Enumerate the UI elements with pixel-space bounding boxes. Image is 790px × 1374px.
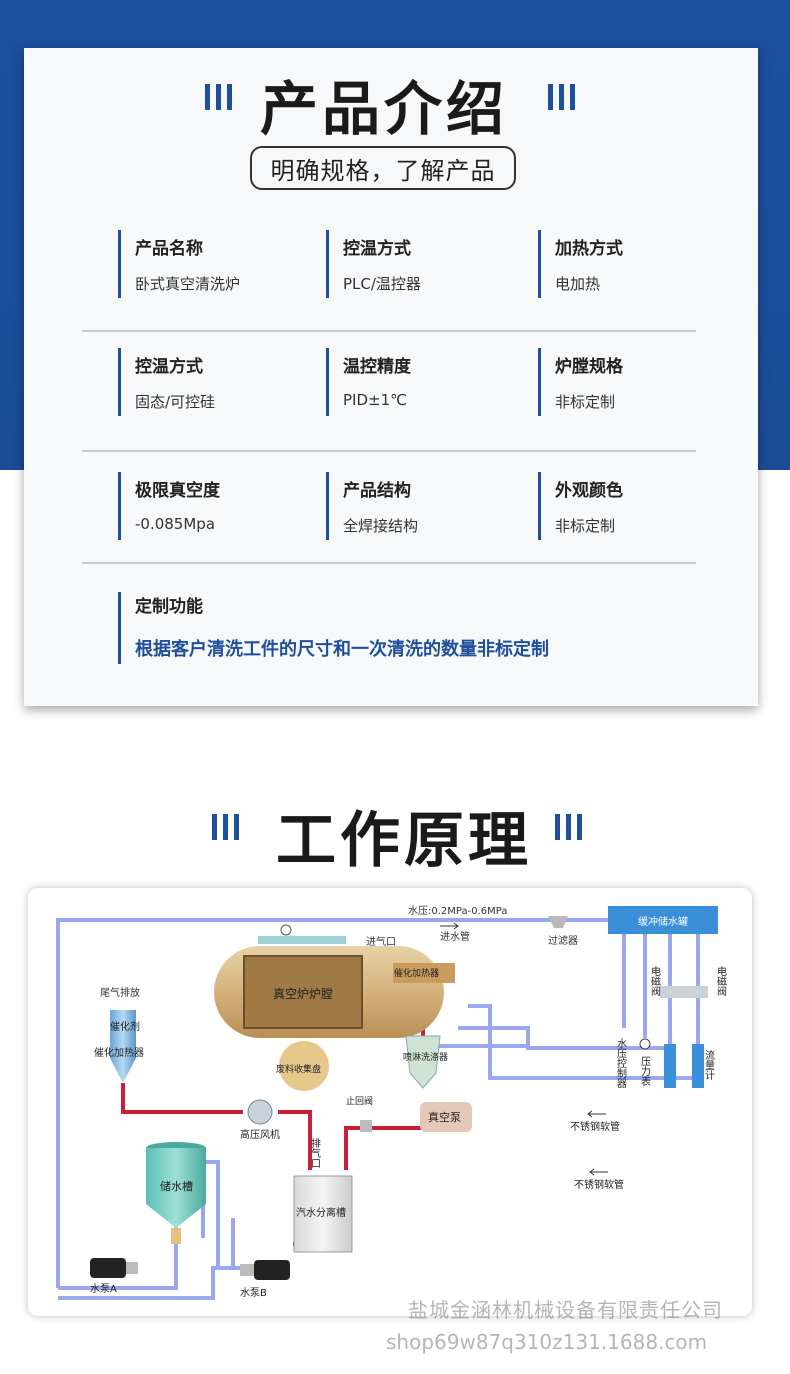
buffer-tank — [608, 906, 718, 934]
separator-label: 汽水分离槽 — [296, 1206, 346, 1219]
waste-tray — [279, 1041, 329, 1091]
spec-label: 极限真空度 — [135, 481, 220, 501]
custom-function: 定制功能 根据客户清洗工件的尺寸和一次清洗的数量非标定制 — [118, 592, 549, 664]
spec-label: 控温方式 — [135, 357, 203, 377]
pump-a-label: 水泵A — [90, 1283, 117, 1295]
pump-b-head — [240, 1264, 254, 1276]
waste-tray-label: 废料收集盘 — [276, 1063, 321, 1075]
pressure-controller-label: 水压控制器 — [615, 1038, 627, 1089]
title-bars-right — [548, 84, 575, 110]
watermark-company: 盐城金涵林机械设备有限责任公司 — [408, 1298, 723, 1322]
pipe — [424, 1042, 528, 1048]
pump-a — [90, 1258, 126, 1278]
exhaust-label: 尾气排放 — [100, 986, 140, 999]
tank-valve — [171, 1228, 181, 1244]
spec-value: 非标定制 — [555, 517, 616, 535]
solenoid-valves — [660, 986, 708, 998]
spec-item: 控温方式 固态/可控硅 — [118, 348, 215, 416]
catalytic-heater-top-label: 催化加热器 — [394, 967, 439, 979]
title-bars-right — [555, 814, 582, 840]
spec-value: 非标定制 — [555, 393, 616, 411]
spec-item: 控温方式 PLC/温控器 — [326, 230, 421, 298]
pressure-gauge-label: 压力表 — [639, 1056, 651, 1087]
furnace-chamber — [243, 955, 363, 1029]
spec-item: 产品结构 全焊接结构 — [326, 472, 418, 540]
title-bars-left — [205, 84, 232, 110]
spray-washer-label: 喷淋洗涤器 — [403, 1051, 448, 1063]
pump-a-head — [126, 1262, 138, 1274]
flowmeter-left — [664, 1044, 676, 1088]
catalyst-label: 催化剂 — [110, 1020, 140, 1033]
furnace-valves — [258, 936, 346, 944]
pressure-gauge-icon — [639, 1038, 651, 1050]
spec-value: 电加热 — [555, 275, 601, 293]
air-inlet-label: 进气口 — [366, 935, 396, 948]
spec-value: PLC/温控器 — [343, 275, 421, 293]
divider — [82, 450, 696, 452]
spec-item: 外观颜色 非标定制 — [538, 472, 623, 540]
spec-value: PID±1℃ — [343, 391, 407, 409]
check-valve-icon — [360, 1120, 372, 1132]
inlet-pipe-label: 进水管 — [440, 930, 470, 943]
hose-label: 不锈钢软管 — [574, 1178, 624, 1191]
spec-value: 固态/可控硅 — [135, 393, 216, 411]
check-valve-label: 止回阀 — [346, 1095, 373, 1107]
spec-label: 外观颜色 — [555, 481, 623, 501]
filter-label: 过滤器 — [548, 934, 578, 947]
custom-label: 定制功能 — [135, 597, 203, 617]
water-pressure-label: 水压:0.2MPa-0.6MPa — [408, 905, 507, 917]
spec-item: 炉膛规格 非标定制 — [538, 348, 623, 416]
spec-label: 控温方式 — [343, 239, 411, 259]
solenoid-label: 电磁阀 — [715, 965, 727, 997]
furnace-label: 真空炉炉膛 — [273, 987, 333, 1001]
flowmeter-right — [692, 1044, 704, 1088]
gauge-icon — [280, 924, 292, 936]
divider — [82, 562, 696, 564]
section-title-principle: 工作原理 — [276, 806, 532, 876]
process-diagram-svg: 缓冲储水罐 过滤器 水压:0.2MPa-0.6MPa 进水管 真空炉炉膛 进气口… — [56, 905, 727, 1300]
watermark-shop: shop69w87q310z131.1688.com — [386, 1330, 708, 1354]
product-intro-card — [24, 48, 758, 706]
pump-b-label: 水泵B — [240, 1287, 267, 1299]
catalytic-heater-top — [393, 963, 455, 983]
custom-value: 根据客户清洗工件的尺寸和一次清洗的数量非标定制 — [135, 639, 549, 660]
catalytic-heater-label: 催化加热器 — [94, 1046, 144, 1059]
spec-label: 加热方式 — [555, 239, 623, 259]
vent-label: 排气口 — [309, 1137, 321, 1168]
solenoid-label: 电磁阀 — [649, 965, 661, 997]
blower-label: 高压风机 — [240, 1128, 280, 1141]
arrow-icon — [440, 922, 459, 930]
title-bars-left — [212, 814, 239, 840]
vacuum-pump — [420, 1102, 472, 1132]
spec-item: 极限真空度 -0.085Mpa — [118, 472, 220, 540]
steam-water-separator — [293, 1175, 353, 1253]
filter-icon — [548, 916, 568, 928]
spec-label: 产品名称 — [135, 239, 203, 259]
storage-tank — [146, 1148, 206, 1228]
arrow-icon — [587, 1110, 606, 1118]
catalytic-tower — [110, 1010, 136, 1083]
buffer-tank-label: 缓冲储水罐 — [638, 915, 688, 928]
arrow-icon — [589, 1168, 608, 1176]
spec-label: 温控精度 — [343, 357, 411, 377]
section-title-intro: 产品介绍 — [260, 75, 509, 143]
blower-icon — [247, 1099, 273, 1125]
spec-item: 温控精度 PID±1℃ — [326, 348, 411, 416]
vacuum-pump-label: 真空泵 — [428, 1110, 461, 1124]
spec-item: 产品名称 卧式真空清洗炉 — [118, 230, 240, 298]
subtitle-pill: 明确规格，了解产品 — [250, 146, 516, 190]
spec-value: -0.085Mpa — [135, 515, 216, 533]
flowmeter-label: 流量计 — [703, 1049, 715, 1081]
spec-value: 全焊接结构 — [343, 517, 419, 535]
spec-value: 卧式真空清洗炉 — [135, 275, 241, 293]
spec-item: 加热方式 电加热 — [538, 230, 623, 298]
divider — [82, 330, 696, 332]
spec-label: 产品结构 — [343, 481, 411, 501]
spray-washer — [405, 1035, 441, 1089]
hose-label: 不锈钢软管 — [570, 1120, 620, 1133]
spec-label: 炉膛规格 — [555, 357, 623, 377]
pump-b — [254, 1260, 290, 1280]
working-principle-diagram: 缓冲储水罐 过滤器 水压:0.2MPa-0.6MPa 进水管 真空炉炉膛 进气口… — [28, 888, 752, 1316]
storage-tank-label: 储水槽 — [160, 1179, 193, 1193]
